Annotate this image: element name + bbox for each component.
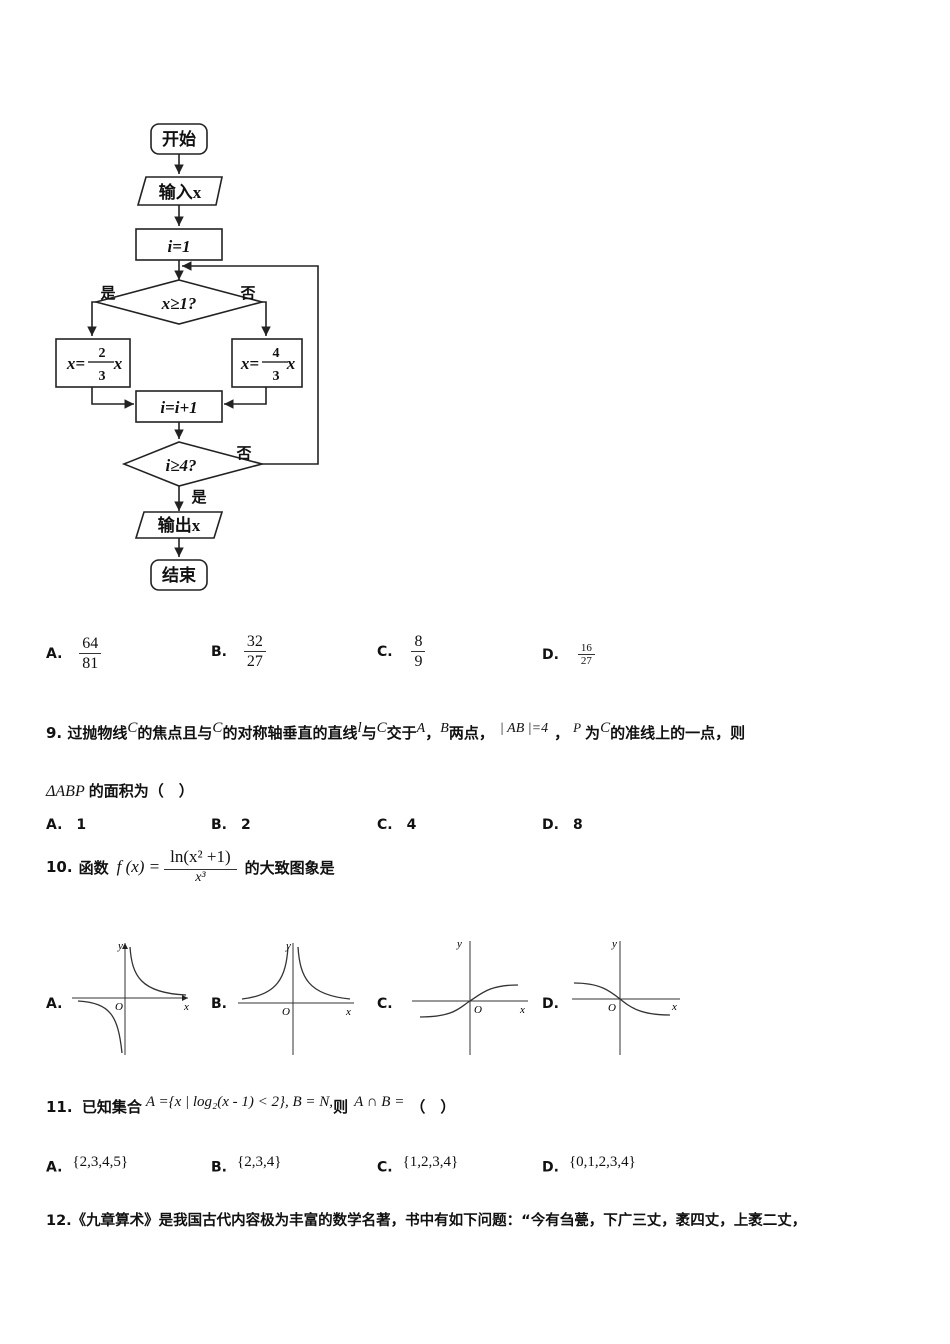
cond1-no: 否: [239, 285, 255, 302]
right-assign-prefix: x=: [240, 354, 259, 373]
axis-y: y: [456, 938, 462, 950]
right-assign-num: 4: [273, 346, 280, 361]
decision-1: [92, 279, 266, 325]
cond2-no: 否: [235, 445, 251, 462]
right-assign-den: 3: [273, 369, 280, 384]
q9-option-d[interactable]: D.8: [542, 817, 583, 833]
left-assign-den: 3: [99, 369, 106, 384]
input-node: [136, 176, 223, 206]
q10-fraction: ln(x² +1) x³: [164, 847, 237, 886]
q11-option-a[interactable]: A.{2,3,4,5}: [46, 1154, 129, 1176]
cond2-yes: 是: [190, 489, 207, 506]
q10-graph-a[interactable]: y x O: [70, 935, 195, 1060]
left-assign-node: [55, 338, 131, 388]
q10-option-a-label[interactable]: A.: [46, 996, 63, 1012]
axis-x: x: [671, 1001, 677, 1013]
q11-option-b[interactable]: B.{2,3,4}: [211, 1154, 282, 1176]
cond2-label: i≥4?: [165, 456, 196, 475]
q10-option-c-label[interactable]: C.: [377, 996, 393, 1012]
init-label: i=1: [168, 237, 191, 256]
q9-stem: 9. 过抛物线C的焦点且与C的对称轴垂直的直线l与C交于A，B两点，| AB |…: [46, 720, 746, 742]
origin: O: [474, 1004, 482, 1016]
q10-graph-d[interactable]: y x O: [570, 935, 695, 1060]
left-assign-var: x: [113, 354, 123, 373]
increment-label: i=i+1: [160, 398, 197, 417]
end-node: [150, 559, 208, 591]
end-label: 结束: [162, 565, 196, 585]
origin: O: [282, 1006, 290, 1018]
q9-option-b[interactable]: B.2: [211, 817, 251, 833]
q10-graph-c[interactable]: y x O: [410, 935, 535, 1060]
q10-graph-b[interactable]: y x O: [236, 935, 361, 1060]
q10-option-b-label[interactable]: B.: [211, 996, 227, 1012]
q9-option-c[interactable]: C.4: [377, 817, 417, 833]
right-assign-node: [231, 338, 303, 388]
q9-option-a[interactable]: A.1: [46, 817, 87, 833]
axis-x: x: [345, 1006, 351, 1018]
q12-stem: 12.《九章算术》是我国古代内容极为丰富的数学名著，书中有如下问题：“今有刍甍，…: [46, 1213, 807, 1229]
axis-x: x: [519, 1004, 525, 1016]
output-label: 输出x: [158, 515, 201, 535]
left-assign-prefix: x=: [66, 354, 85, 373]
q10-option-d-label[interactable]: D.: [542, 996, 559, 1012]
right-assign-var: x: [286, 354, 296, 373]
axis-x: x: [183, 1001, 189, 1013]
start-label: 开始: [162, 129, 196, 149]
cond1-yes: 是: [99, 285, 116, 302]
axis-y: y: [117, 940, 123, 952]
flowchart: 开始 输入x i=1 x≥1? 是 否 x= 2 3 x x= 4 3 x i=…: [55, 123, 319, 591]
axis-y: y: [611, 938, 617, 950]
output-node: [134, 511, 224, 539]
q11-option-c[interactable]: C.{1,2,3,4}: [377, 1154, 459, 1176]
left-assign-num: 2: [99, 346, 106, 361]
q10-stem: 10. 函数 f (x) = ln(x² +1) x³ 的大致图象是: [46, 847, 335, 886]
axis-y: y: [285, 940, 291, 952]
q11-option-d[interactable]: D.{0,1,2,3,4}: [542, 1154, 636, 1176]
input-label: 输入x: [159, 182, 202, 202]
cond1-label: x≥1?: [161, 294, 197, 313]
origin: O: [115, 1001, 123, 1013]
origin: O: [608, 1002, 616, 1014]
